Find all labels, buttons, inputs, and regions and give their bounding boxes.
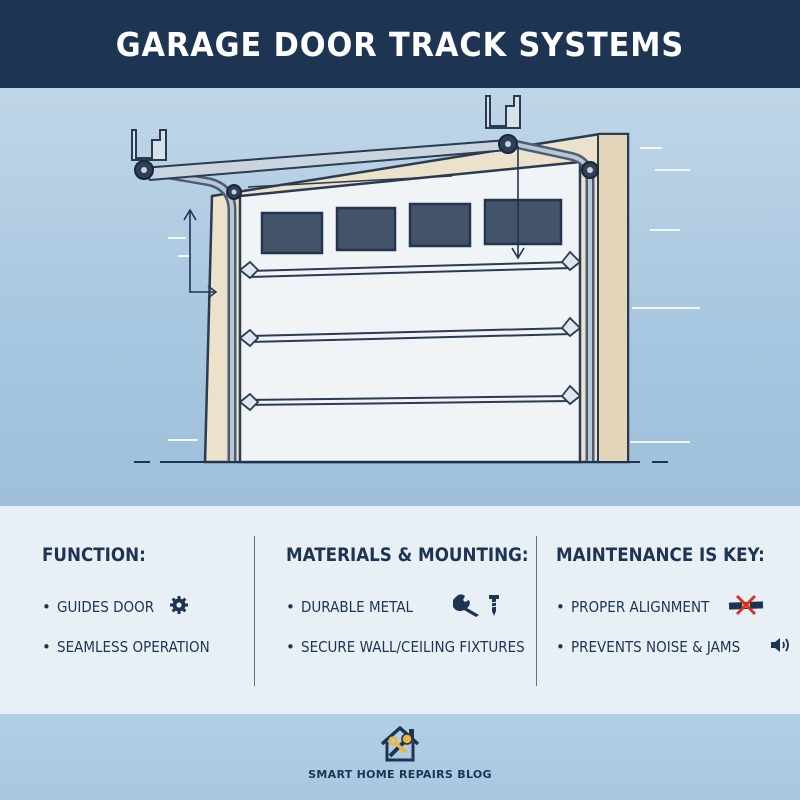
column-maintenance: MAINTENANCE IS KEY: • PROPER ALIGNMENT •… — [556, 506, 792, 714]
list-item-text: SECURE WALL/CEILING FIXTURES — [300, 638, 525, 656]
list-item-text: DURABLE METAL — [300, 598, 413, 616]
list-item: • PROPER ALIGNMENT — [556, 593, 793, 621]
gear-icon — [169, 595, 189, 619]
column-heading: FUNCTION: — [42, 544, 146, 566]
column-list: • GUIDES DOOR — [42, 596, 227, 676]
column-function: FUNCTION: • GUIDES DOOR — [42, 506, 242, 714]
frame-side — [597, 133, 629, 463]
list-item: • DURABLE METAL — [286, 593, 549, 621]
column-list: • DURABLE METAL • SECURE WALL/CEILING FI… — [286, 593, 549, 676]
door-hinges — [238, 250, 582, 412]
title-banner: GARAGE DOOR TRACK SYSTEMS — [0, 0, 800, 88]
ceiling-brackets — [131, 95, 521, 161]
list-item-text: GUIDES DOOR — [56, 598, 155, 616]
panel-seams — [247, 261, 573, 406]
footer: SMART HOME REPAIRS BLOG — [0, 714, 800, 800]
list-item-text: SEAMLESS OPERATION — [56, 638, 210, 656]
track-rollers — [134, 134, 599, 200]
door-windows — [260, 198, 563, 255]
list-item-text: PROPER ALIGNMENT — [570, 598, 710, 616]
list-item: • SEAMLESS OPERATION — [42, 638, 210, 656]
wrench-screw-icon — [452, 593, 505, 621]
level-misaligned-icon — [727, 593, 767, 621]
column-divider — [536, 536, 537, 686]
motion-lines — [168, 147, 700, 443]
column-list: • PROPER ALIGNMENT • PREVENTS NOISE & JA… — [556, 593, 793, 676]
column-materials: MATERIALS & MOUNTING: • DURABLE METAL • — [286, 506, 529, 714]
list-item: • GUIDES DOOR — [42, 596, 227, 618]
speaker-icon — [769, 635, 793, 659]
brand-name: SMART HOME REPAIRS BLOG — [308, 768, 492, 781]
garage-door-illustration — [0, 88, 800, 506]
garage-door-diagram — [131, 95, 700, 464]
column-divider — [254, 536, 255, 686]
column-heading: MAINTENANCE IS KEY: — [556, 544, 765, 566]
list-item: • SECURE WALL/CEILING FIXTURES — [286, 638, 525, 656]
column-heading: MATERIALS & MOUNTING: — [286, 544, 529, 566]
house-wrench-icon — [380, 726, 420, 762]
info-panel: FUNCTION: • GUIDES DOOR — [0, 506, 800, 714]
list-item: • PREVENTS NOISE & JAMS — [556, 636, 793, 658]
movement-arrows — [183, 146, 525, 299]
list-item-text: PREVENTS NOISE & JAMS — [570, 638, 741, 656]
page-title: GARAGE DOOR TRACK SYSTEMS — [115, 24, 685, 64]
